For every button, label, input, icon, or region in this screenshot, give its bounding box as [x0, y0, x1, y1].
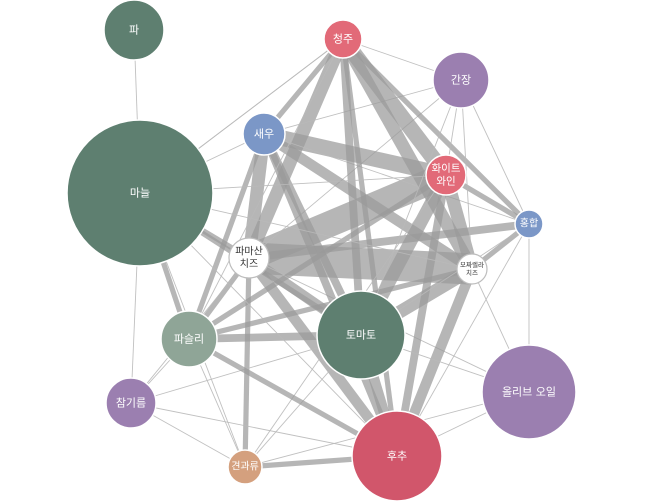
- node-huchu[interactable]: 후추: [351, 410, 443, 501]
- edge-cheongju-honghap: [341, 37, 531, 226]
- node-circle-cheongju[interactable]: [323, 19, 363, 59]
- node-circle-saewoo[interactable]: [242, 112, 286, 156]
- node-circle-maneul[interactable]: [66, 119, 214, 267]
- edge-white_wine-huchu: [393, 174, 450, 457]
- node-circle-honghap[interactable]: [514, 209, 544, 239]
- node-circle-ganjang[interactable]: [432, 51, 490, 109]
- node-ganjang[interactable]: 간장: [432, 51, 490, 109]
- node-maneul[interactable]: 마늘: [66, 119, 214, 267]
- edge-ganjang-tomato: [360, 79, 462, 336]
- edge-parmesan-ganjang: [248, 79, 462, 259]
- edge-saewoo-honghap: [263, 133, 530, 225]
- node-circle-parsley[interactable]: [160, 310, 218, 368]
- edge-cheongju-mozzarella: [337, 35, 478, 273]
- edge-cheongju-parsley: [188, 38, 344, 340]
- node-olive_oil[interactable]: 올리브 오일: [481, 344, 577, 440]
- node-circle-pa[interactable]: [103, 0, 165, 61]
- node-pa[interactable]: 파: [103, 0, 165, 61]
- node-tomato[interactable]: 토마토: [316, 290, 406, 380]
- node-circle-huchu[interactable]: [351, 410, 443, 501]
- node-cheongju[interactable]: 청주: [323, 19, 363, 59]
- node-circle-tomato[interactable]: [316, 290, 406, 380]
- edge-parmesan-gyeongwaryu: [242, 257, 252, 468]
- node-circle-white_wine[interactable]: [425, 154, 467, 196]
- node-chamgireum[interactable]: 참기름: [105, 377, 157, 429]
- node-saewoo[interactable]: 새우: [242, 112, 286, 156]
- node-honghap[interactable]: 홍합: [514, 209, 544, 239]
- node-circle-chamgireum[interactable]: [105, 377, 157, 429]
- edge-saewoo-ganjang: [263, 79, 462, 135]
- edge-cheongju-tomato: [339, 38, 365, 336]
- node-parsley[interactable]: 파슬리: [160, 310, 218, 368]
- edge-saewoo-parsley: [186, 133, 267, 340]
- node-circle-mozzarella[interactable]: [456, 253, 488, 285]
- edge-parmesan-honghap: [248, 220, 530, 262]
- edge-white_wine-parsley: [187, 172, 448, 342]
- edge-saewoo-huchu: [260, 132, 401, 458]
- node-circle-parmesan[interactable]: [228, 237, 270, 279]
- edge-cheongju-huchu: [340, 38, 400, 457]
- node-gyeongwaryu[interactable]: 견과류: [227, 449, 263, 485]
- node-circle-gyeongwaryu[interactable]: [227, 449, 263, 485]
- node-circle-olive_oil[interactable]: [481, 344, 577, 440]
